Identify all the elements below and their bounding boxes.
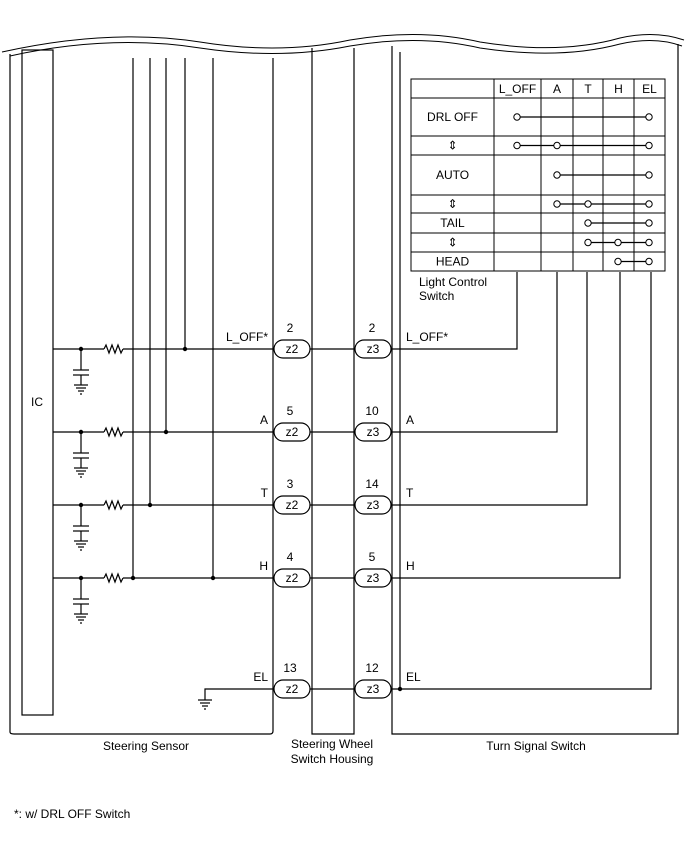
steering-sensor-box [9, 54, 274, 735]
capacitor-ground [73, 432, 89, 478]
table-column-header: EL [642, 82, 657, 96]
connector-z2-pin: 5 [287, 404, 294, 418]
connector-z3-pin: 12 [365, 661, 379, 675]
continuity-bar [513, 113, 653, 121]
table-row-label: DRL OFF [427, 110, 478, 124]
wire-name-left: H [259, 559, 268, 573]
capacitor-ground [73, 505, 89, 551]
connector-z3-label: z3 [367, 342, 380, 356]
wire-name-right: H [406, 559, 415, 573]
light-control-switch-table: L_OFF A T H EL DRL OFF ⇕ AUTO ⇕ TAIL ⇕ HEAD Light Co… [410, 78, 666, 303]
switch-housing-box [311, 48, 355, 735]
housing-caption-line2: Switch Housing [291, 752, 374, 766]
steering-sensor-caption: Steering Sensor [103, 739, 189, 753]
connector-z2-label: z2 [286, 682, 299, 696]
table-column-header: A [553, 82, 561, 96]
table-column-header: L_OFF [499, 82, 536, 96]
wire-name-left: A [260, 413, 268, 427]
connector-z2-pin: 4 [287, 550, 294, 564]
torn-top-edge [1, 33, 685, 53]
torn-top-edge-inner [9, 40, 683, 57]
junction-dot [163, 429, 169, 435]
wire-segment [391, 272, 588, 506]
continuity-bar [584, 238, 653, 247]
connector-z3-pin: 2 [369, 321, 376, 335]
connector-z3-pin: 10 [365, 404, 379, 418]
connector-z3-label: z3 [367, 682, 380, 696]
wire-name-right: T [406, 486, 414, 500]
connector-z2-label: z2 [286, 498, 299, 512]
wire-name-left: T [261, 486, 269, 500]
continuity-bar [553, 200, 653, 208]
footnote: *: w/ DRL OFF Switch [14, 807, 130, 821]
resistor [103, 426, 124, 438]
table-column-header: H [614, 82, 623, 96]
wire-name-right: EL [406, 670, 421, 684]
connector-z3-label: z3 [367, 571, 380, 585]
wire-row-1: z2 2 z3 2L_OFF* L_OFF* [53, 272, 518, 395]
table-row-label: AUTO [436, 168, 469, 182]
connector-z2-label: z2 [286, 425, 299, 439]
turn-signal-switch-box [391, 44, 679, 735]
connector-z2-pin: 2 [287, 321, 294, 335]
wire-row-3: z2 3 z3 14T T [53, 272, 588, 551]
housing-caption-line1: Steering Wheel [291, 737, 373, 751]
connector-z2-pin: 13 [283, 661, 297, 675]
table-row-label: HEAD [436, 255, 470, 269]
wire-name-right: A [406, 413, 414, 427]
wire-segment [391, 272, 558, 433]
wire-name-left: EL [253, 670, 268, 684]
junction-dot [130, 575, 136, 581]
continuity-bar [614, 257, 653, 266]
junction-dot [147, 502, 153, 508]
table-caption-line2: Switch [419, 289, 454, 303]
capacitor-ground [73, 578, 89, 624]
wire-segment [391, 272, 621, 579]
connector-z3-pin: 14 [365, 477, 379, 491]
table-caption-line1: Light Control [419, 275, 487, 289]
ic-block [21, 49, 54, 716]
turn-signal-switch-caption: Turn Signal Switch [486, 739, 586, 753]
table-row-label: ⇕ [447, 197, 457, 211]
table-row-label: ⇕ [447, 139, 457, 153]
continuity-bar [553, 171, 653, 179]
table-column-header: T [584, 82, 592, 96]
wire-row-2: z2 5 z3 10A A [53, 272, 558, 478]
connector-z2-label: z2 [286, 342, 299, 356]
connector-z2-pin: 3 [287, 477, 294, 491]
capacitor-ground [73, 349, 89, 395]
continuity-bar [513, 141, 653, 150]
table-row-label: TAIL [440, 216, 465, 230]
connector-z2-label: z2 [286, 571, 299, 585]
connector-z3-pin: 5 [369, 550, 376, 564]
sensor-bus-lines [132, 58, 214, 578]
junction-dot [397, 686, 403, 692]
continuity-bar [584, 219, 653, 227]
wire-segment [391, 272, 518, 350]
resistor [103, 572, 124, 584]
sensor-ground [198, 688, 273, 710]
resistor [103, 499, 124, 511]
connector-z3-label: z3 [367, 498, 380, 512]
ic-label: IC [31, 395, 43, 409]
wire-name-left: L_OFF* [226, 330, 268, 344]
table-frame [410, 78, 666, 272]
wire-row-4: z2 4 z3 5H H [53, 272, 621, 624]
wire-name-right: L_OFF* [406, 330, 448, 344]
wire-segment [391, 272, 652, 690]
junction-dot [182, 346, 188, 352]
table-row-label: ⇕ [447, 236, 457, 250]
junction-dot [210, 575, 216, 581]
resistor [103, 343, 124, 355]
connector-z3-label: z3 [367, 425, 380, 439]
